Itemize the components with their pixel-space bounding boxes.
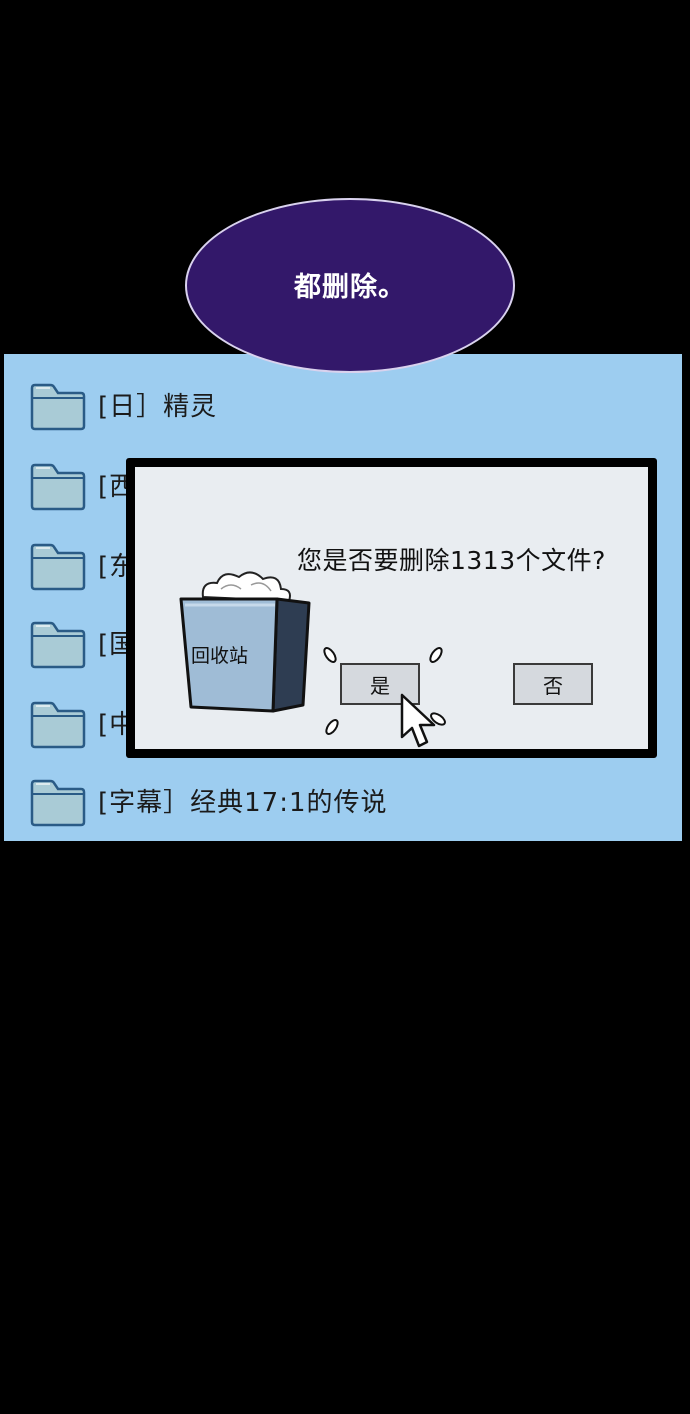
recycle-bin-icon xyxy=(179,571,311,713)
yes-button[interactable]: 是 xyxy=(340,663,420,705)
dialog-message: 您是否要删除1313个文件? xyxy=(297,546,606,575)
speech-bubble: 都删除。 xyxy=(185,198,515,373)
folder-icon xyxy=(30,463,86,511)
recycle-bin-label: 回收站 xyxy=(191,645,249,667)
folder-item[interactable]: [字幕］经典17:1的传说 xyxy=(28,770,388,830)
folder-label: [日］精灵 xyxy=(98,391,218,422)
no-button[interactable]: 否 xyxy=(513,663,593,705)
no-button-label: 否 xyxy=(543,673,563,698)
folder-item[interactable]: [东 xyxy=(28,534,136,594)
folder-icon xyxy=(30,621,86,669)
folder-icon xyxy=(30,701,86,749)
delete-confirm-dialog: 您是否要删除1313个文件? 回收站 是 否 xyxy=(126,458,657,758)
folder-icon xyxy=(30,383,86,431)
folder-item[interactable]: [日］精灵 xyxy=(28,374,217,434)
folder-icon xyxy=(30,779,86,827)
folder-label: [字幕］经典17:1的传说 xyxy=(98,787,388,818)
folder-item[interactable]: [中 xyxy=(28,692,136,752)
yes-button-label: 是 xyxy=(370,673,390,698)
folder-icon xyxy=(30,543,86,591)
folder-item[interactable]: [国 xyxy=(28,612,136,672)
folder-item[interactable]: [西 xyxy=(28,454,136,514)
speech-bubble-text: 都删除。 xyxy=(294,272,406,303)
